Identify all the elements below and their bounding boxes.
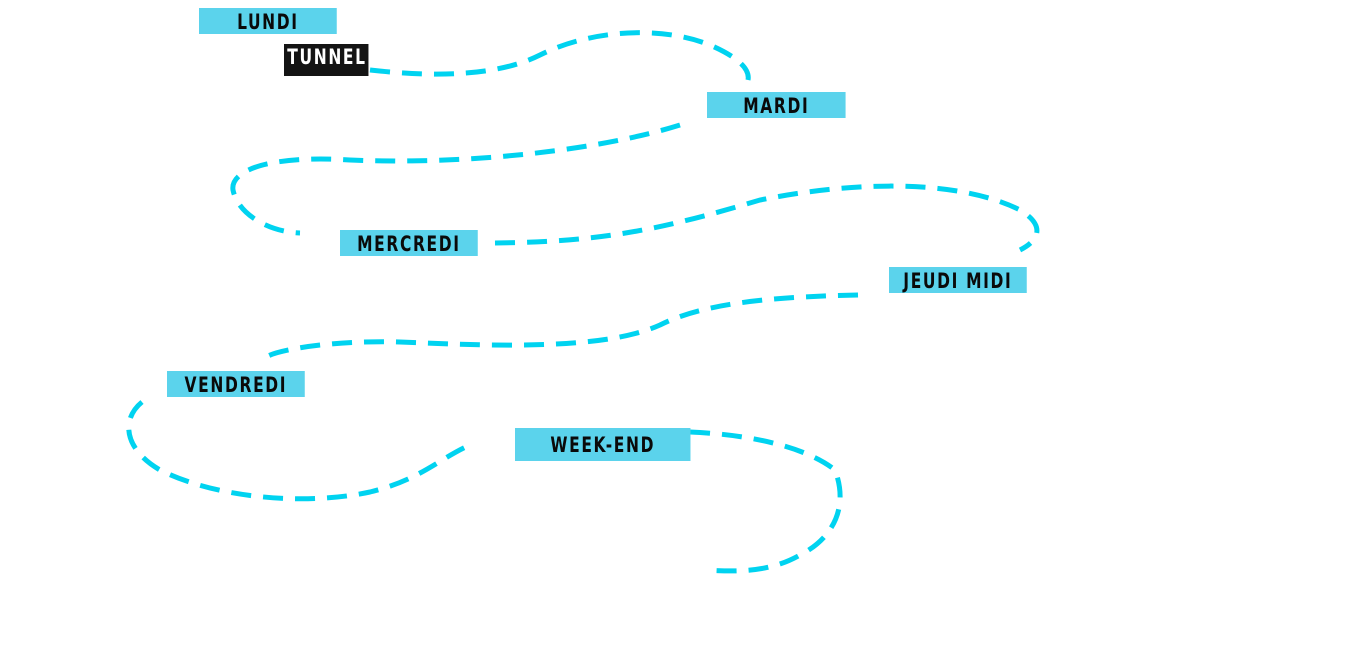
day-label-lundi: LUNDI [199, 8, 337, 34]
day-label-vendredi: VENDREDI [167, 371, 305, 397]
route-line [126, 30, 1040, 574]
day-label-week-end: WEEK-END [515, 428, 691, 461]
day-label-jeudi-midi: JEUDI MIDI [889, 267, 1027, 293]
day-label-mercredi: MERCREDI [340, 230, 478, 256]
day-label-mardi: MARDI [707, 92, 846, 118]
tunnel-label: TUNNEL [284, 44, 369, 76]
